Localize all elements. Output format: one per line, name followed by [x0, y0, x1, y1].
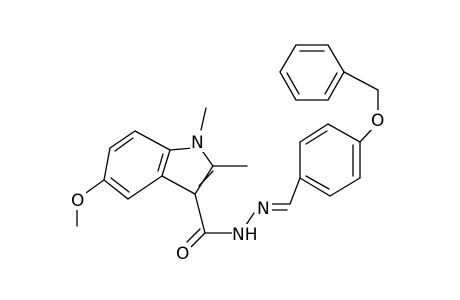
indole-benzene-ring	[103, 130, 171, 200]
atom-label: O	[371, 111, 384, 131]
double-bond-inner	[198, 170, 214, 187]
bond	[202, 151, 214, 167]
carbonyl-double-bond	[190, 232, 206, 248]
double-bond-inner	[110, 177, 130, 193]
bond-ring-ch	[289, 177, 301, 205]
bond-ring-o-methoxy	[82, 179, 105, 196]
atom-n-imine: N	[256, 198, 272, 219]
bond	[279, 44, 297, 73]
bond	[103, 147, 111, 181]
bond	[109, 130, 136, 149]
bond	[327, 71, 345, 101]
double-bond-inner	[305, 175, 330, 190]
bond-c-c3	[194, 193, 206, 234]
bond	[169, 147, 194, 151]
bond	[103, 179, 129, 200]
bond	[161, 149, 171, 177]
bond	[327, 44, 345, 73]
double-bond-inner	[324, 72, 338, 95]
bond	[299, 123, 329, 143]
bond	[127, 175, 163, 200]
bond	[329, 177, 361, 197]
atom-label: NH	[232, 225, 258, 245]
atom-o-ether: O	[370, 110, 386, 131]
atom-label: O	[71, 191, 84, 211]
aryl-ring	[299, 123, 361, 197]
bond-o-ring	[359, 127, 374, 143]
bond	[134, 130, 171, 151]
atom-o-carbonyl: O	[175, 243, 191, 264]
benzyl-ring	[279, 44, 345, 101]
atom-label: O	[176, 244, 189, 264]
atom-n-indole: N	[190, 132, 206, 153]
bond	[299, 177, 331, 197]
double-bond-inner	[286, 72, 300, 95]
atom-nh-hydrazide: NH	[232, 224, 262, 245]
atom-o-methoxy: O	[70, 190, 86, 211]
bond	[279, 71, 297, 101]
double-bond-inner	[157, 153, 164, 172]
carbonyl-double-bond	[186, 228, 201, 243]
bond-n-nh	[245, 212, 255, 226]
n-methyl-bond	[200, 107, 207, 131]
bond	[327, 123, 361, 143]
double-bond-inner	[305, 130, 328, 145]
bond-ring-ch2	[343, 71, 379, 91]
pyrrole-ring	[161, 147, 214, 195]
atom-label: N	[191, 133, 204, 153]
bond	[161, 175, 196, 195]
double-bond-inner	[114, 137, 134, 152]
atom-label: N	[257, 199, 270, 219]
